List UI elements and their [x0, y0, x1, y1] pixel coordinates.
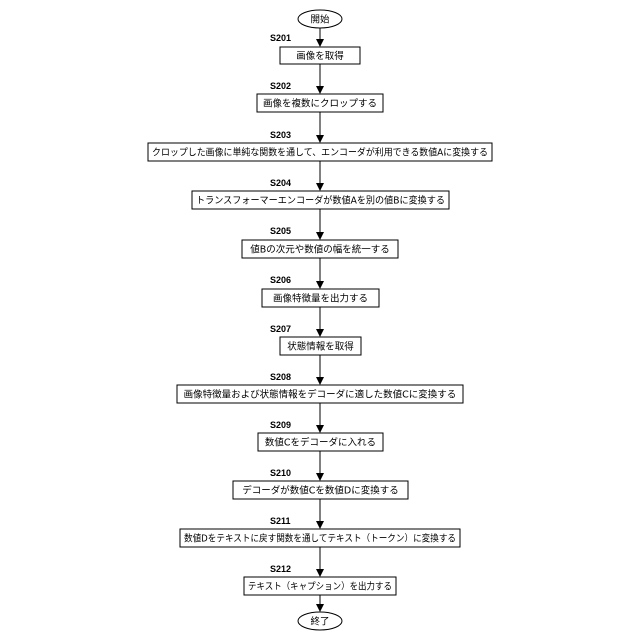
step-text: トランスフォーマーエンコーダが数値Aを別の値Bに変換する	[196, 195, 445, 207]
step-id-label: S207	[270, 324, 291, 334]
step-text: 画像特徴量および状態情報をデコーダに適した数値Cに変換する	[184, 389, 457, 401]
step-id-label: S204	[270, 178, 291, 188]
step-text: 画像を取得	[296, 50, 344, 62]
step-text: 状態情報を取得	[287, 341, 354, 353]
step-text: 数値Cをデコーダに入れる	[265, 437, 376, 449]
step-text: デコーダが数値Cを数値Dに変換する	[242, 485, 398, 497]
end-terminal: 終了	[298, 612, 342, 630]
step-id-label: S212	[270, 564, 291, 574]
step-id-label: S205	[270, 226, 291, 236]
step-text: 画像特徴量を出力する	[273, 293, 368, 305]
start-terminal: 開始	[298, 10, 342, 28]
end-label: 終了	[310, 616, 329, 628]
process-step: S201 画像を取得	[270, 33, 360, 64]
step-text: 画像を複数にクロップする	[263, 98, 377, 110]
step-id-label: S202	[270, 81, 291, 91]
step-text: テキスト（キャプション）を出力する	[248, 581, 392, 593]
step-id-label: S203	[270, 130, 291, 140]
process-step: S207 状態情報を取得	[270, 324, 361, 355]
step-id-label: S208	[270, 372, 291, 382]
start-label: 開始	[310, 14, 330, 26]
step-id-label: S210	[270, 468, 291, 478]
step-id-label: S201	[270, 33, 291, 43]
step-text: 数値Dをテキストに戻す関数を通してテキスト（トークン）に変換する	[184, 533, 456, 545]
step-text: クロップした画像に単純な関数を通して、エンコーダが利用できる数値Aに変換する	[152, 147, 488, 159]
step-id-label: S209	[270, 420, 291, 430]
step-id-label: S206	[270, 275, 291, 285]
step-text: 値Bの次元や数値の幅を統一する	[250, 244, 390, 256]
step-id-label: S211	[270, 516, 291, 526]
